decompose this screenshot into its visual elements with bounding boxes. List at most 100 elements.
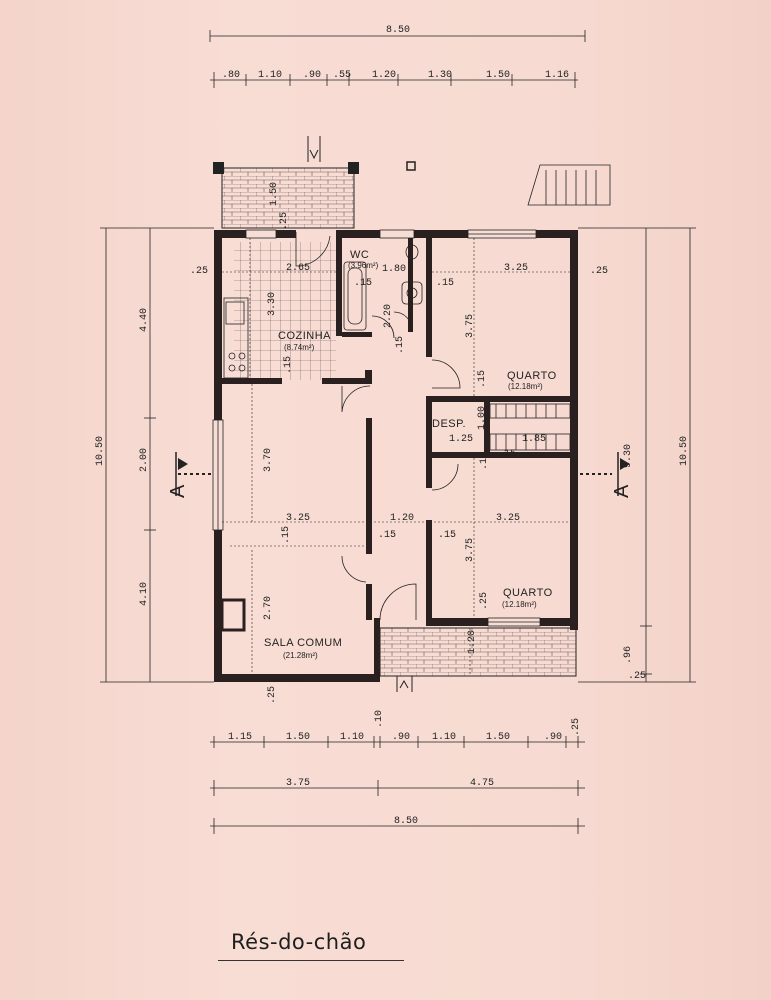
- right-dim-bottom: .96: [623, 646, 634, 664]
- dim-text: .15: [438, 530, 456, 541]
- dim-text: 1.25: [449, 434, 473, 445]
- dim-text: .15: [498, 449, 516, 460]
- terrace-pillar: [348, 162, 359, 174]
- top-terrace: [221, 167, 355, 229]
- wc-fixtures: [343, 244, 423, 331]
- dim-text: 1.20: [390, 513, 414, 524]
- room-name-sala: SALA COMUM: [264, 637, 342, 649]
- dim-text: 1.16: [545, 70, 569, 81]
- title-underline: [218, 960, 404, 961]
- room-name-wc: WC: [350, 249, 369, 261]
- bottom-terrace: [379, 627, 577, 677]
- dim-text: 3.25: [286, 513, 310, 524]
- left-dim-total: 10.50: [95, 436, 106, 466]
- top-total-dim: 8.50: [386, 25, 410, 36]
- dim-text: .15: [378, 530, 396, 541]
- bottom-dimensions: [210, 736, 585, 834]
- closets: [489, 403, 571, 451]
- room-area-cozinha: (8.74m²): [284, 343, 315, 352]
- room-area-quarto-2: (12.18m²): [502, 600, 537, 609]
- room-name-desp: DESP.: [432, 418, 466, 430]
- right-dimensions: [578, 227, 696, 683]
- dim-text: .90: [544, 732, 562, 743]
- doors: [295, 232, 461, 621]
- section-marker-left: A: [167, 452, 212, 498]
- dim-text: 3.75: [465, 538, 476, 562]
- kitchen-counter: [223, 297, 249, 379]
- dim-text: .25: [571, 718, 582, 736]
- dim-text: .25: [479, 592, 490, 610]
- entry-arrow-icon: [396, 676, 413, 692]
- dim-text: 1.10: [432, 732, 456, 743]
- dim-text: 1.50: [486, 732, 510, 743]
- right-dim-total: 10.50: [679, 436, 690, 466]
- dim-text: .25: [279, 212, 290, 230]
- left-dim-lower: 4.10: [139, 582, 150, 606]
- bottom-dim-right: 4.75: [470, 778, 494, 789]
- dim-text: 1.85: [522, 434, 546, 445]
- dim-text: .15: [477, 370, 488, 388]
- column-marker: [406, 161, 416, 171]
- internal-dim-lines: [222, 238, 570, 676]
- dim-text: .25: [628, 671, 646, 682]
- dim-text: 3.70: [263, 448, 274, 472]
- internal-dims: 2.65 1.80 3.25 3.25 3.25 1.20 1.25 1.85 …: [190, 182, 646, 704]
- left-dimensions: [100, 227, 214, 683]
- dim-text: .25: [590, 266, 608, 277]
- dim-text: .90: [392, 732, 410, 743]
- dim-text: .55: [333, 70, 351, 81]
- dim-text: 1.50: [269, 182, 280, 206]
- dim-text: 1.20: [372, 70, 396, 81]
- dim-text: 1.80: [382, 264, 406, 275]
- room-area-wc: (3.96m²): [348, 261, 379, 270]
- dim-text: 3.30: [267, 292, 278, 316]
- dim-text: 1.50: [286, 732, 310, 743]
- dim-text: 1.50: [486, 70, 510, 81]
- bottom-segment-dims: 1.15 1.50 1.10 .90 1.10 1.50 .90 .10 .25: [228, 710, 582, 743]
- left-dim-upper: 4.40: [139, 308, 150, 332]
- dim-text: 2.20: [383, 304, 394, 328]
- top-segment-dims: .80 1.10 .90 .55 1.20 1.30 1.50 1.16: [222, 70, 569, 81]
- section-label: A: [167, 484, 189, 498]
- terrace-pillar: [213, 162, 224, 174]
- dim-text: .10: [374, 710, 385, 728]
- dim-text: 1.15: [228, 732, 252, 743]
- dim-text: 1.10: [340, 732, 364, 743]
- room-area-sala: (21.28m²): [283, 651, 318, 660]
- dim-text: .25: [190, 266, 208, 277]
- dim-text: .90: [303, 70, 321, 81]
- dim-text: 3.25: [504, 263, 528, 274]
- room-name-quarto-2: QUARTO: [503, 587, 553, 599]
- dim-text: 2.70: [263, 596, 274, 620]
- dim-text: 2.65: [286, 263, 310, 274]
- dim-text: .15: [281, 526, 292, 544]
- left-dim-middle: 2.00: [139, 448, 150, 472]
- dim-text: .15: [354, 278, 372, 289]
- dim-text: .80: [222, 70, 240, 81]
- dim-text: .25: [267, 686, 278, 704]
- exterior-stair: [527, 164, 611, 206]
- kitchen-floor-tiles: [234, 242, 336, 380]
- dim-text: .15: [479, 452, 490, 470]
- right-dim-inner: 9.30: [623, 444, 634, 468]
- room-area-quarto-1: (12.18m²): [508, 382, 543, 391]
- dim-text: 3.75: [465, 314, 476, 338]
- dim-text: .15: [283, 356, 294, 374]
- section-label: A: [611, 484, 633, 498]
- room-name-quarto-1: QUARTO: [507, 370, 557, 382]
- dim-text: .15: [436, 278, 454, 289]
- bottom-total-dim: 8.50: [394, 816, 418, 827]
- dim-text: 1.20: [467, 630, 478, 654]
- entry-arrow-icon: [307, 136, 321, 162]
- dim-text: 1.30: [428, 70, 452, 81]
- section-marker-right: A: [580, 452, 633, 498]
- dim-text: 1.10: [258, 70, 282, 81]
- drawing-title: Rés-do-chão: [231, 930, 367, 954]
- bottom-dim-left: 3.75: [286, 778, 310, 789]
- top-dimensions: [209, 30, 586, 88]
- room-name-cozinha: COZINHA: [278, 330, 331, 342]
- dim-text: 3.25: [496, 513, 520, 524]
- dim-text: .15: [395, 336, 406, 354]
